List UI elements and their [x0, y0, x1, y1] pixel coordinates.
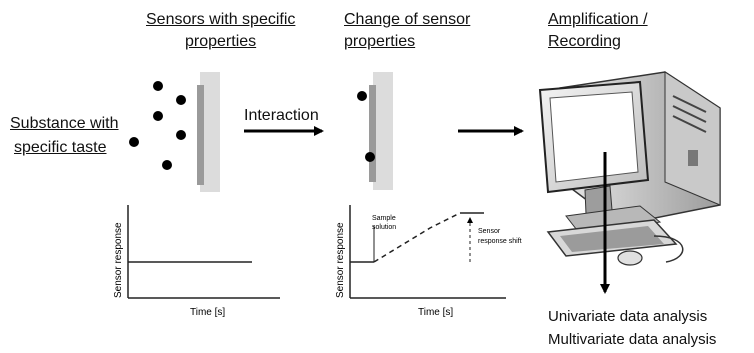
interaction-label: Interaction — [244, 107, 319, 124]
graph-left-ylabel: Sensor response — [113, 222, 124, 298]
heading-sensors-line2: properties — [185, 33, 257, 50]
bound-particle — [357, 91, 367, 101]
graph-right-ylabel: Sensor response — [335, 222, 346, 298]
particle — [162, 160, 172, 170]
substance-label-line1: Substance with — [10, 115, 119, 132]
heading-change-line1: Change of sensor — [344, 11, 471, 28]
annotation-shift-line2: response shift — [478, 238, 522, 245]
heading-sensors-line1: Sensors with specific — [146, 11, 296, 28]
graph-left — [127, 205, 280, 299]
analysis-multivariate: Multivariate data analysis — [548, 331, 717, 348]
heading-amplification-line1: Amplification / — [548, 11, 648, 28]
graph-right-response-curve — [373, 212, 461, 263]
particle — [153, 81, 163, 91]
graph-left-xlabel: Time [s] — [190, 307, 225, 318]
substance-label-line2: specific taste — [14, 139, 107, 156]
bound-particle — [365, 152, 375, 162]
particle — [176, 130, 186, 140]
computer-icon — [538, 71, 721, 266]
annotation-sample-line2: solution — [372, 224, 396, 231]
annotation-sample-line1: Sample — [372, 215, 396, 222]
particle — [153, 111, 163, 121]
heading-amplification-line2: Recording — [548, 33, 621, 50]
heading-change-line2: properties — [344, 33, 416, 50]
analysis-univariate: Univariate data analysis — [548, 308, 708, 325]
particle — [176, 95, 186, 105]
graph-right-xlabel: Time [s] — [418, 307, 453, 318]
sensor-modified — [357, 72, 393, 190]
graph-right — [349, 205, 506, 299]
substance-particles — [129, 81, 186, 170]
sensor-unmodified — [197, 72, 220, 192]
annotation-shift-line1: Sensor — [478, 228, 501, 235]
particle — [129, 137, 139, 147]
